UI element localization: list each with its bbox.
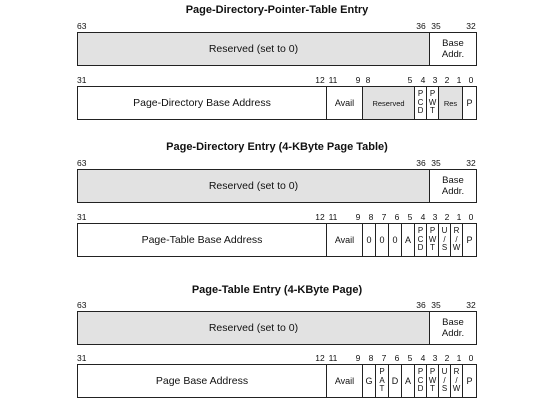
bit-label: 1 [456, 212, 462, 222]
bit-label: 2 [444, 212, 450, 222]
pdpte-lower-row: Page-Directory Base Address Avail Reserv… [77, 86, 477, 120]
us-field: U/S [439, 365, 451, 397]
reserved-field: Reserved (set to 0) [78, 312, 430, 344]
bit-label: 35 [431, 300, 441, 310]
zero-field: 0 [363, 224, 376, 256]
bit-label: 11 [328, 353, 338, 363]
pde-title: Page-Directory Entry (4-KByte Page Table… [166, 141, 388, 153]
present-field: P [466, 376, 473, 386]
bit-label: 8 [368, 353, 374, 363]
present-field: P [466, 235, 473, 245]
bit-label: 36 [416, 21, 426, 31]
accessed-field: A [402, 365, 415, 397]
bit-label: 35 [431, 158, 441, 168]
bit-label: 63 [77, 300, 87, 310]
bit-label: 0 [468, 75, 474, 85]
bit-label: 0 [468, 212, 474, 222]
base-address-field: Page-Table Base Address [78, 224, 327, 256]
bit-label: 11 [328, 212, 338, 222]
bit-label: 1 [456, 353, 462, 363]
bit-label: 32 [466, 158, 476, 168]
bit-label: 2 [444, 353, 450, 363]
bit-label: 32 [466, 21, 476, 31]
bit-label: 9 [355, 75, 361, 85]
global-field: G [363, 365, 376, 397]
bit-label: 7 [381, 212, 387, 222]
reserved-field: Reserved (set to 0) [78, 170, 430, 202]
accessed-field: A [402, 224, 415, 256]
present-field: P [466, 98, 473, 108]
bit-label: 8 [368, 212, 374, 222]
bit-label: 3 [432, 212, 438, 222]
base-address-field: Page Base Address [78, 365, 327, 397]
avail-field: Avail [327, 365, 363, 397]
bit-label: 12 [315, 353, 325, 363]
bit-label: 36 [416, 300, 426, 310]
bit-label: 12 [315, 75, 325, 85]
bit-label: 63 [77, 158, 87, 168]
bit-label: 1 [456, 75, 462, 85]
bit-label: 63 [77, 21, 87, 31]
avail-field: Avail [327, 87, 363, 119]
bit-label: 6 [394, 212, 400, 222]
bit-label: 5 [407, 212, 413, 222]
bit-label: 31 [77, 212, 87, 222]
avail-field: Avail [327, 224, 363, 256]
bit-label: 3 [432, 353, 438, 363]
reserved-mid-field: Reserved [363, 87, 415, 119]
bit-label: 5 [407, 353, 413, 363]
base-address-field: Page-Directory Base Address [78, 87, 327, 119]
dirty-field: D [389, 365, 402, 397]
bit-label: 35 [431, 21, 441, 31]
bit-label: 11 [328, 75, 338, 85]
bit-label: 31 [77, 353, 87, 363]
bit-label: 32 [466, 300, 476, 310]
bit-label: 0 [468, 353, 474, 363]
pte-title: Page-Table Entry (4-KByte Page) [191, 284, 363, 296]
reserved-field: Reserved (set to 0) [78, 33, 430, 65]
bit-label: 4 [420, 75, 426, 85]
bit-label: 4 [420, 212, 426, 222]
bit-label: 31 [77, 75, 87, 85]
bit-label: 8 [365, 75, 371, 85]
us-field: U/S [439, 224, 451, 256]
rw-field: R/W [451, 365, 463, 397]
bit-label: 36 [416, 158, 426, 168]
pdpte-title: Page-Directory-Pointer-Table Entry [185, 4, 369, 16]
bit-label: 9 [355, 353, 361, 363]
res-field: Res [439, 87, 463, 119]
zero-field: 0 [376, 224, 389, 256]
bit-label: 9 [355, 212, 361, 222]
bit-label: 3 [432, 75, 438, 85]
bit-label: 7 [381, 353, 387, 363]
bit-label: 2 [444, 75, 450, 85]
bit-label: 12 [315, 212, 325, 222]
bit-label: 5 [407, 75, 413, 85]
zero-field: 0 [389, 224, 402, 256]
bit-label: 4 [420, 353, 426, 363]
rw-field: R/W [451, 224, 463, 256]
bit-label: 6 [394, 353, 400, 363]
